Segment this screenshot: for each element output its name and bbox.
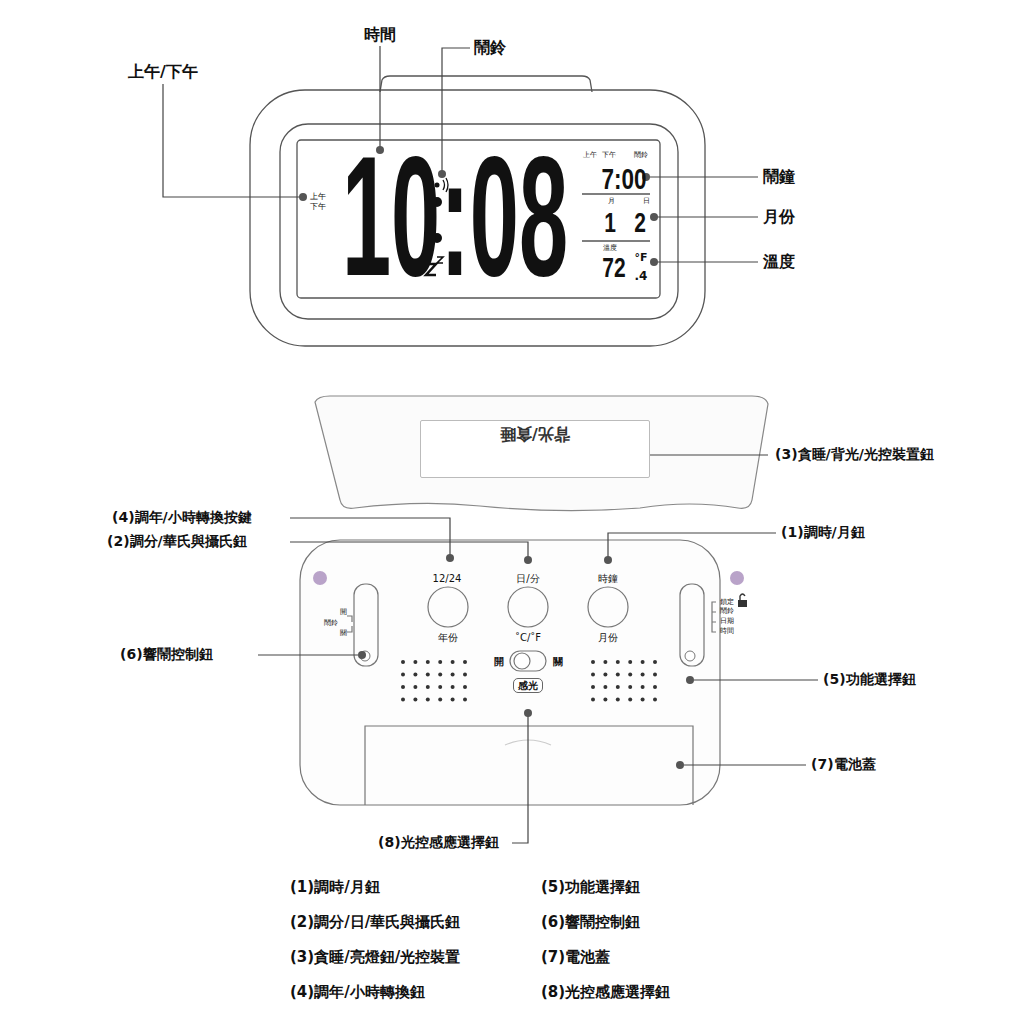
printed-marking: 7:00: [601, 162, 646, 195]
printed-marking: ˚C/˚F: [515, 632, 541, 643]
light-slide-switch: [510, 651, 546, 671]
callout-label: (8)光控感應選擇鈕: [541, 984, 670, 1001]
printed-marking: 月份: [598, 632, 618, 643]
printed-marking: 時間: [720, 628, 734, 636]
clock-bezel: [280, 124, 678, 319]
printed-marking: 日: [643, 198, 650, 206]
printed-marking: 年份: [438, 632, 458, 643]
minute-button: [508, 587, 548, 627]
callout-label: 上午/下午: [128, 63, 198, 81]
callout-label: (1)調時/月鈕: [781, 525, 865, 540]
printed-marking: 時鐘: [598, 573, 618, 584]
printed-marking: 上午: [583, 152, 597, 160]
callout-label: (5)功能選擇鈕: [823, 672, 916, 687]
printed-marking: .4: [635, 270, 648, 283]
speaker-grill: [401, 660, 657, 702]
printed-marking: 關: [553, 656, 563, 667]
callout-label: (6)響鬧控制鈕: [541, 914, 640, 931]
hour-button: [588, 587, 628, 627]
printed-marking: 鬧鈴: [324, 620, 338, 628]
printed-marking: 2: [634, 208, 646, 239]
callout-label: 溫度: [763, 253, 795, 271]
callout-label: 時間: [364, 26, 396, 44]
clock-housing: [250, 90, 705, 346]
callout-label: (6)響鬧控制鈕: [120, 647, 213, 662]
printed-marking: 開: [340, 609, 347, 617]
printed-marking: 10:08: [342, 131, 568, 301]
year-button: [428, 587, 468, 627]
callout-label: (1)調時/月鈕: [290, 879, 380, 896]
callout-label: 鬧鈴: [474, 39, 506, 57]
lock-icon: [738, 594, 747, 607]
printed-marking: 關: [340, 630, 347, 638]
alarm-switch: [354, 584, 378, 666]
callout-label: (2)調分/日/華氏與攝氏鈕: [290, 914, 460, 931]
callout-label: (4)調年/小時轉換鈕: [290, 984, 425, 1001]
callout-label: (7)電池蓋: [541, 949, 610, 966]
callout-label: (8)光控感應選擇鈕: [378, 835, 499, 850]
callout-label: 鬧鐘: [763, 168, 795, 186]
callout-label: (7)電池蓋: [811, 757, 876, 772]
printed-marking: 鬧鈴: [634, 152, 648, 160]
function-switch: [680, 584, 704, 666]
printed-marking: 開: [494, 656, 504, 667]
printed-marking: 日/分: [516, 573, 539, 584]
printed-marking: 1: [604, 208, 616, 239]
callout-label: (5)功能選擇鈕: [541, 879, 640, 896]
battery-cover: [365, 726, 693, 805]
printed-marking: 下午: [310, 203, 326, 212]
printed-marking: °F: [634, 252, 647, 264]
top-panel: [315, 396, 768, 511]
printed-marking: 日期: [720, 618, 734, 626]
callout-label: (4)調年/小時轉換按鍵: [112, 510, 252, 525]
printed-marking: 12/24: [433, 573, 462, 584]
printed-marking: 上午: [310, 193, 326, 202]
printed-marking: 鎖定: [720, 599, 734, 607]
printed-marking: 72: [602, 253, 625, 284]
node-text: 感光: [518, 680, 538, 691]
callout-label: (3)貪睡/背光/光控裝置鈕: [775, 447, 934, 462]
sensor-label-box: 感光: [513, 678, 543, 693]
printed-marking: 鬧鈴: [720, 608, 734, 616]
callout-label: (3)貪睡/亮燈鈕/光控裝置: [290, 949, 460, 966]
back-housing: [300, 540, 720, 805]
printed-marking: 下午: [602, 152, 616, 160]
callout-label: 月份: [763, 208, 795, 226]
printed-marking: 月: [608, 198, 615, 206]
callout-label: (2)調分/華氏與攝氏鈕: [107, 534, 247, 549]
button-panel: 背光/貪睡: [420, 420, 650, 478]
node-text: 背光/貪睡: [500, 425, 570, 443]
